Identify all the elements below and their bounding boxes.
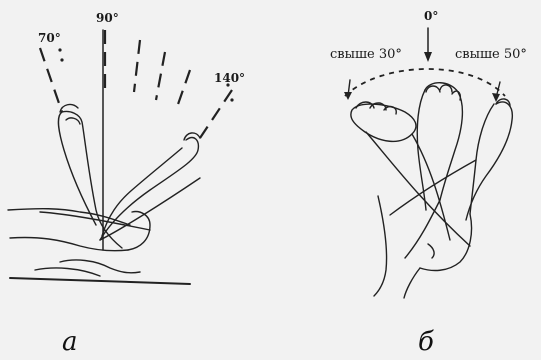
panel-b-foot-drawing <box>351 83 512 298</box>
panel-b-dashed-arc <box>345 69 505 96</box>
panel-a-dashed-rays <box>40 30 232 138</box>
panel-b-label-right: свыше 50° <box>455 47 527 62</box>
panel-a-dots <box>58 48 233 101</box>
panel-a-letter: a <box>62 327 78 357</box>
panel-b-letter: б <box>418 327 434 357</box>
panel-b-angle-0-label: 0° <box>424 9 438 23</box>
panel-a-angle-140-label: 140° <box>214 71 245 85</box>
panel-a: 70° 90° 140° a <box>8 11 245 357</box>
panel-b: 0° свыше 30° свыше 50° б <box>330 9 527 357</box>
panel-a-angle-90-label: 90° <box>96 11 119 25</box>
panel-a-floor-line <box>10 278 190 284</box>
panel-b-zero-arrow-head <box>424 52 432 62</box>
panel-a-foot-drawing <box>8 105 200 276</box>
panel-b-label-left: свыше 30° <box>330 47 402 62</box>
panel-a-angle-70-label: 70° <box>38 31 61 45</box>
